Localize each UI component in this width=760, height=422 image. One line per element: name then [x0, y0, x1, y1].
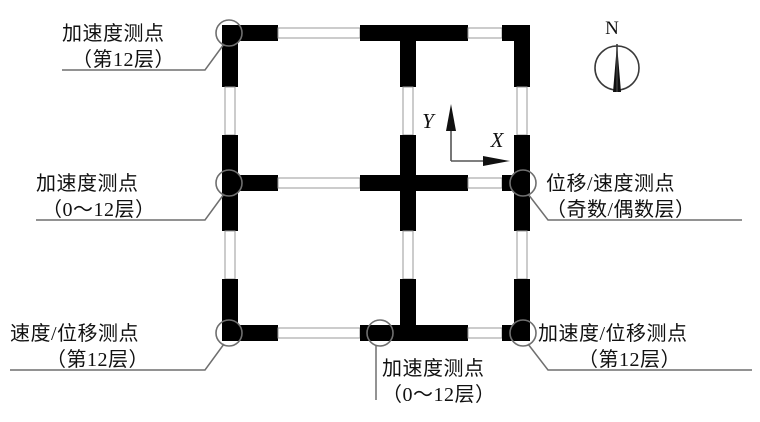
- north-arrow: N: [594, 18, 640, 92]
- wall-segment-center-1: [400, 25, 416, 87]
- wall-segment-left-2: [222, 135, 238, 231]
- opening-center-lower: [402, 230, 414, 280]
- wall-segment-right-3: [514, 279, 530, 341]
- label-top-left-line1: 加速度测点: [62, 22, 165, 45]
- label-bottom-left-line1: 速度/位移测点: [10, 322, 139, 345]
- sensor-circle-top-left[interactable]: [215, 19, 243, 47]
- label-mid-left-line1: 加速度测点: [36, 172, 139, 195]
- sensor-circle-mid-right[interactable]: [509, 169, 537, 197]
- leader-lines: [10, 43, 752, 400]
- wall-segment-center-3: [400, 279, 416, 341]
- leader-top-left: [62, 43, 225, 71]
- label-bottom-center-line1: 加速度测点: [382, 357, 485, 380]
- north-label: N: [605, 18, 619, 39]
- x-axis-arrowhead: [483, 156, 510, 166]
- opening-center-upper: [402, 86, 414, 136]
- wall-segment-left-3: [222, 279, 238, 341]
- x-axis-label: X: [490, 128, 505, 152]
- label-bottom-right-line2: （第12层）: [578, 348, 681, 371]
- axis-indicator: Y X: [422, 104, 510, 166]
- opening-mid-left: [277, 177, 361, 189]
- opening-left-upper: [224, 86, 236, 136]
- opening-bot-right: [467, 327, 503, 339]
- opening-bot-left: [277, 327, 361, 339]
- sensor-circle-bottom-right[interactable]: [509, 319, 537, 347]
- opening-right-upper: [516, 86, 528, 136]
- label-top-left-line2: （第12层）: [72, 48, 175, 71]
- opening-mid-right: [467, 177, 503, 189]
- y-axis-label: Y: [422, 109, 436, 133]
- label-bottom-left-line2: （第12层）: [46, 348, 149, 371]
- label-mid-left-line2: （0～12层）: [42, 198, 156, 221]
- sensor-markers: [215, 19, 537, 347]
- annotation-labels: 加速度测点 （第12层） 加速度测点 （0～12层） 速度/位移测点 （第12层…: [10, 22, 696, 406]
- sensor-circle-bottom-left[interactable]: [215, 319, 243, 347]
- label-bottom-center-line2: （0～12层）: [382, 383, 496, 406]
- leader-bottom-right: [527, 343, 752, 371]
- sensor-circle-mid-left[interactable]: [215, 169, 243, 197]
- opening-top-left: [277, 27, 361, 39]
- wall-segment-right-1: [514, 25, 530, 87]
- opening-left-lower: [224, 230, 236, 280]
- leader-mid-left: [36, 193, 225, 221]
- leader-bottom-left: [10, 343, 225, 371]
- wall-segment-left-1: [222, 25, 238, 87]
- y-axis-arrowhead: [446, 104, 456, 131]
- label-mid-right-line1: 位移/速度测点: [546, 172, 675, 195]
- label-mid-right-line2: （奇数/偶数层）: [546, 198, 696, 221]
- wall-segment-center-2: [400, 135, 416, 231]
- sensor-circle-bottom-center[interactable]: [366, 319, 394, 347]
- opening-top-right: [467, 27, 503, 39]
- wall-segment-right-2: [514, 135, 530, 231]
- wall-structure: [222, 25, 530, 341]
- opening-right-lower: [516, 230, 528, 280]
- label-bottom-right-line1: 加速度/位移测点: [538, 322, 688, 345]
- leader-mid-right: [527, 193, 742, 221]
